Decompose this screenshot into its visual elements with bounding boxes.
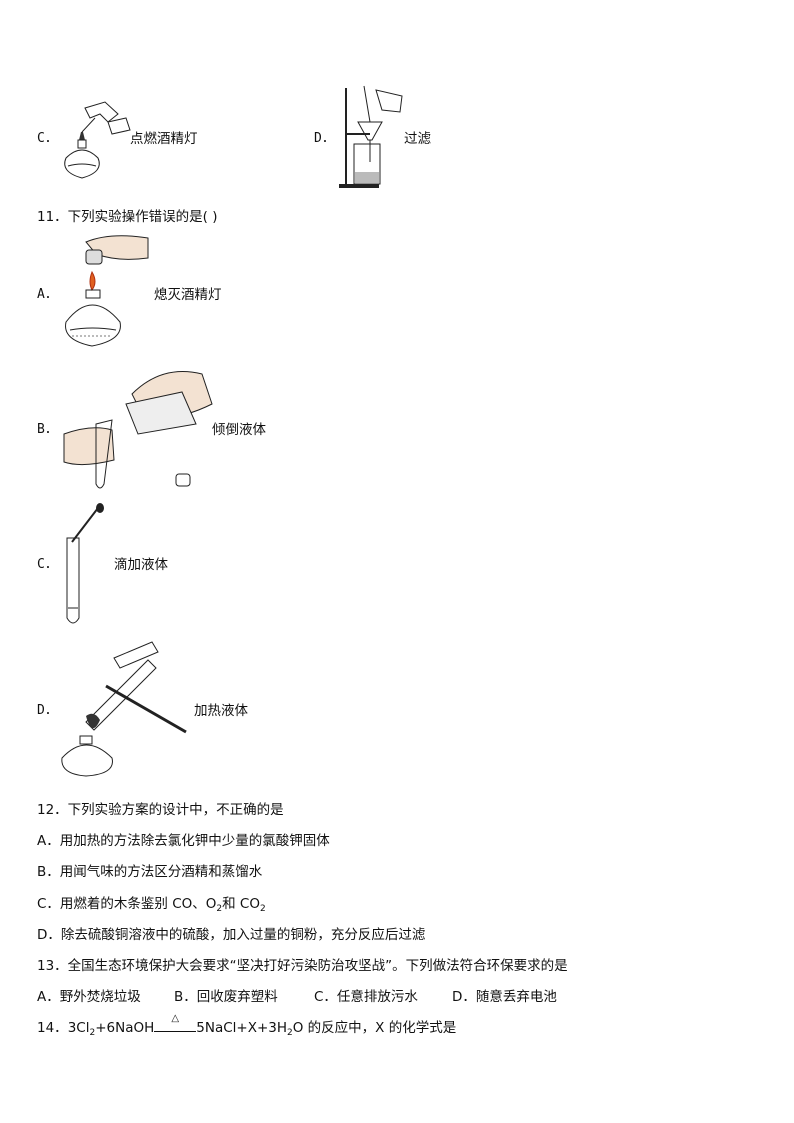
pour-liquid-illustration	[63, 371, 213, 489]
reaction-condition: △	[154, 1013, 197, 1032]
q13-option-c: C．任意排放污水	[314, 989, 418, 1005]
q11-b-label: 倾倒液体	[212, 422, 266, 438]
q11-d-letter: D．	[37, 703, 58, 718]
q11-b-letter: B．	[37, 422, 58, 437]
extinguish-alcohol-lamp-illustration	[65, 235, 149, 347]
q12-stem: 12．下列实验方案的设计中，不正确的是	[37, 802, 284, 818]
q10-d-letter: D．	[314, 131, 335, 146]
equation-right: 5NaCl+X+3H	[196, 1020, 288, 1036]
alcohol-lamp-lighting-illustration	[64, 101, 131, 179]
q11-stem: 11．下列实验操作错误的是( )	[37, 209, 218, 225]
q12-option-b: B．用闻气味的方法区分酒精和蒸馏水	[37, 864, 263, 880]
q13-option-b: B．回收废弃塑料	[174, 989, 278, 1005]
filtration-apparatus-illustration	[339, 85, 403, 188]
q12-option-d: D．除去硫酸铜溶液中的硫酸，加入过量的铜粉，充分反应后过滤	[37, 927, 426, 943]
equation-left: 3Cl	[67, 1020, 90, 1036]
q13-option-d: D．随意丢弃电池	[452, 989, 557, 1005]
q10-c-label: 点燃酒精灯	[130, 131, 198, 147]
q13-stem: 13．全国生态环境保护大会要求“坚决打好污染防治攻坚战”。下列做法符合环保要求的…	[37, 958, 568, 974]
q12-option-c: C．用燃着的木条鉴别 CO、O2和 CO2	[37, 896, 266, 914]
q11-c-letter: C．	[37, 557, 58, 572]
q13-option-a: A．野外焚烧垃圾	[37, 989, 141, 1005]
q11-d-label: 加热液体	[194, 703, 248, 719]
q12-option-a: A．用加热的方法除去氯化钾中少量的氯酸钾固体	[37, 833, 330, 849]
q11-a-letter: A．	[37, 287, 58, 302]
drop-liquid-illustration	[66, 503, 104, 624]
q11-a-label: 熄灭酒精灯	[154, 287, 222, 303]
q11-c-label: 滴加液体	[114, 557, 168, 573]
q14-stem: 14．3Cl2+6NaOH△5NaCl+X+3H2O 的反应中，X 的化学式是	[37, 1013, 457, 1038]
q10-d-label: 过滤	[404, 131, 431, 147]
heat-liquid-illustration	[61, 641, 187, 777]
q10-c-letter: C．	[37, 131, 58, 146]
